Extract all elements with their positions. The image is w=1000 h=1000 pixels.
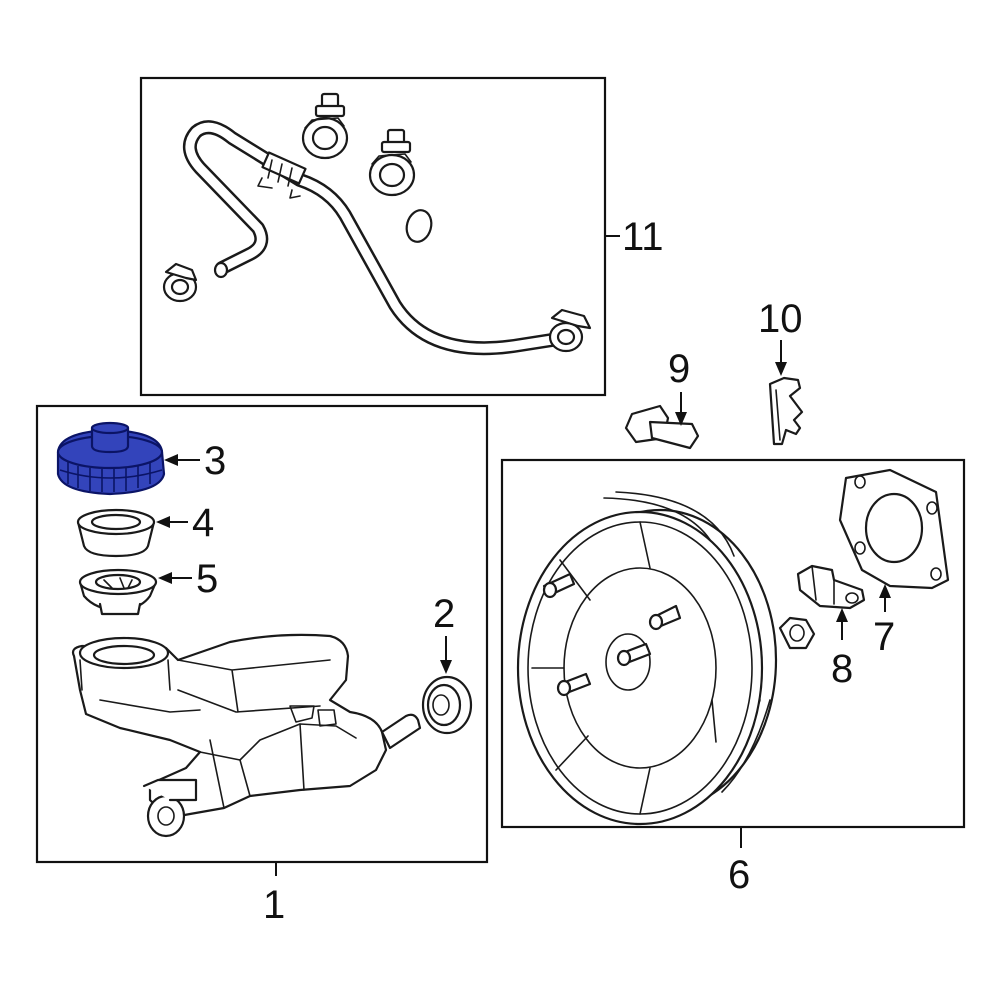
booster-gasket[interactable]	[838, 468, 950, 590]
brake-booster[interactable]	[516, 491, 778, 826]
callout-4: 4	[192, 501, 214, 545]
hose-clamp-top-right[interactable]	[368, 128, 416, 197]
callout-6: 6	[728, 853, 750, 897]
reservoir-strainer[interactable]	[76, 508, 156, 558]
booster-bracket[interactable]	[796, 564, 866, 610]
callout-9: 9	[668, 347, 690, 391]
reservoir-cap-highlighted[interactable]	[56, 421, 166, 496]
retaining-clip[interactable]	[768, 376, 804, 446]
callout-1: 1	[263, 883, 285, 927]
booster-stud-bottom	[556, 672, 592, 697]
callout-10: 10	[758, 297, 803, 341]
clevis-pin[interactable]	[624, 404, 700, 450]
callout-2: 2	[433, 592, 455, 636]
reservoir-seal[interactable]	[78, 568, 158, 616]
cylinder-seal-ring[interactable]	[421, 675, 473, 735]
hose-clamp-top-left[interactable]	[301, 92, 349, 160]
hose-clamp-right[interactable]	[548, 308, 592, 353]
o-ring-seal[interactable]	[403, 207, 434, 244]
booster-stud-right	[648, 604, 682, 631]
callout-3: 3	[204, 439, 226, 483]
master-cylinder-body[interactable]	[71, 633, 422, 838]
booster-stud-top	[542, 572, 576, 599]
booster-stud-center	[616, 642, 652, 667]
callout-5: 5	[196, 557, 218, 601]
booster-nut[interactable]	[778, 616, 816, 650]
booster-frame	[500, 458, 966, 829]
hose-clamp-left[interactable]	[162, 262, 198, 303]
callout-8: 8	[831, 647, 853, 691]
master-cylinder-frame	[35, 404, 489, 864]
callout-11: 11	[622, 215, 664, 259]
vacuum-hose-assembly[interactable]	[183, 120, 559, 356]
leader-lines	[156, 235, 891, 876]
callout-7: 7	[873, 615, 895, 659]
